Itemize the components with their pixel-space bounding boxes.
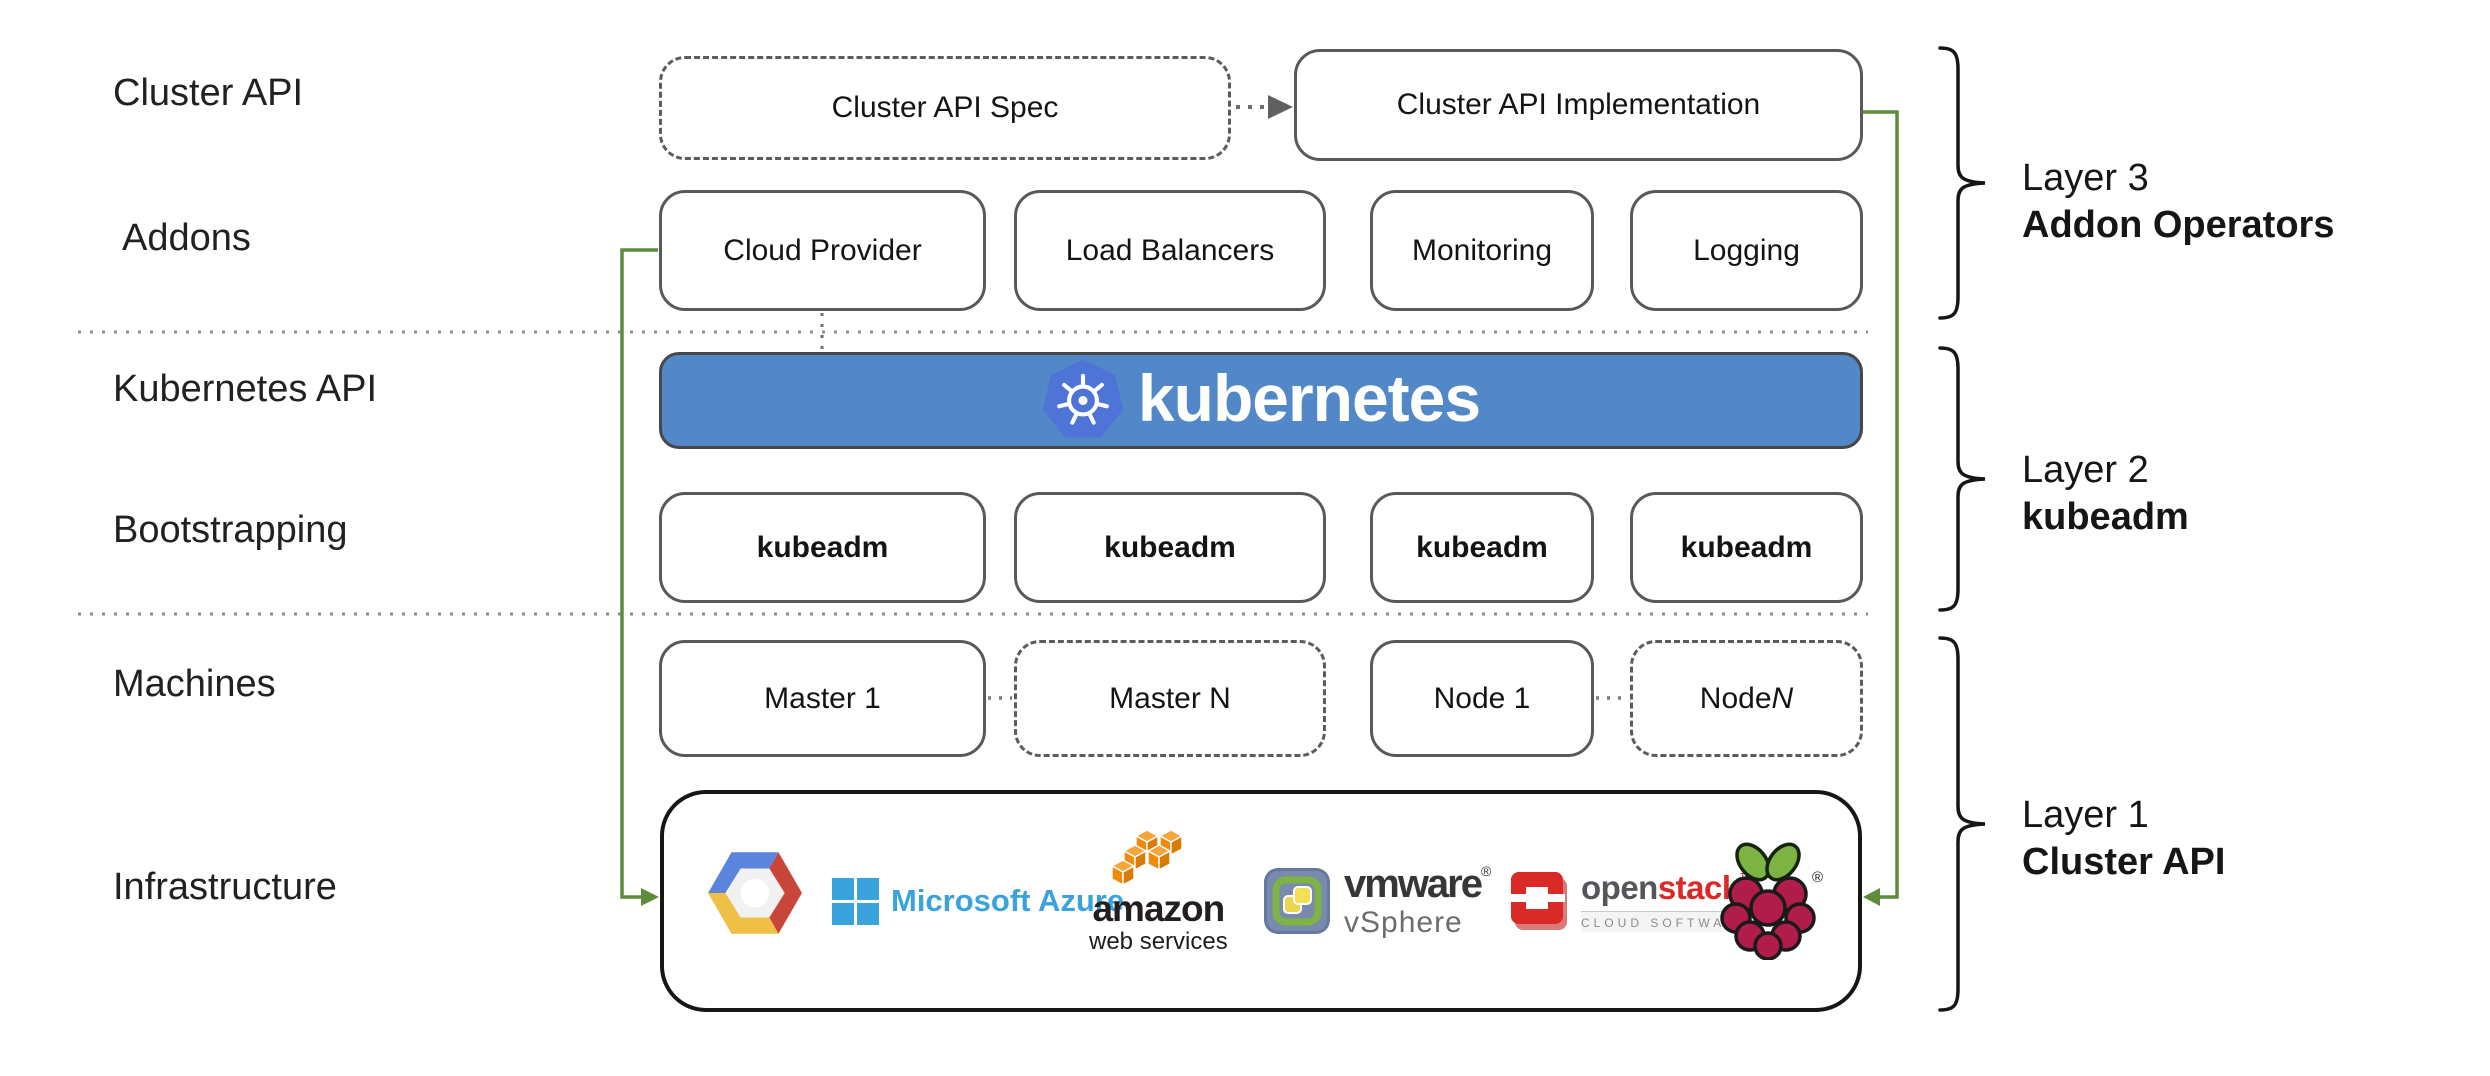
cluster-api-implementation-label: Cluster API Implementation bbox=[1396, 88, 1761, 121]
cluster-api-implementation-box: Cluster API Implementation bbox=[1294, 49, 1863, 161]
node-n-label: Node bbox=[1699, 681, 1772, 715]
green-arrowhead-right-icon bbox=[1863, 888, 1880, 906]
gcp-logo bbox=[704, 842, 806, 944]
layer-1-subtitle: Cluster API bbox=[2022, 841, 2226, 883]
cluster-api-spec-box: Cluster API Spec bbox=[659, 56, 1231, 160]
green-arrowhead-left-icon bbox=[641, 888, 659, 906]
openstack-cube-icon bbox=[1509, 872, 1567, 930]
aws-webservices-label: web services bbox=[1089, 928, 1228, 955]
kubeadm-box-1: kubeadm bbox=[659, 492, 986, 603]
kubeadm-box-3: kubeadm bbox=[1370, 492, 1594, 603]
azure-logo: Microsoft Azure bbox=[832, 794, 1124, 1008]
kubeadm-label: kubeadm bbox=[1680, 530, 1813, 564]
aws-amazon-label: amazon bbox=[1092, 888, 1225, 929]
vmware-vsphere-icon bbox=[1264, 868, 1330, 934]
monitoring-label: Monitoring bbox=[1411, 233, 1553, 267]
layer-3-brace bbox=[1938, 46, 1986, 320]
openstack-logo: openstack™ CLOUD SOFTWARE bbox=[1509, 794, 1753, 1008]
row-label-addons: Addons bbox=[122, 217, 251, 259]
layer-3-title: Layer 3 bbox=[2022, 157, 2149, 199]
addon-box-cloud-provider: Cloud Provider bbox=[659, 190, 986, 311]
kubeadm-box-2: kubeadm bbox=[1014, 492, 1326, 603]
cloud-provider-label: Cloud Provider bbox=[723, 233, 922, 267]
layer-1-brace bbox=[1938, 636, 1986, 1012]
raspberry-pi-icon: ® bbox=[1720, 842, 1823, 960]
spec-to-impl-arrowhead-icon bbox=[1268, 95, 1293, 119]
addon-box-monitoring: Monitoring bbox=[1370, 190, 1594, 311]
green-line-right bbox=[1863, 110, 1899, 899]
aws-logo: amazon web services bbox=[1089, 830, 1228, 954]
row-label-bootstrapping: Bootstrapping bbox=[113, 509, 348, 551]
vmware-wordmark: vmware® bbox=[1344, 862, 1491, 906]
layer-2-label: Layer 2 kubeadm bbox=[2022, 447, 2189, 541]
vmware-logo: vmware® vSphere bbox=[1264, 794, 1491, 1008]
gcp-logo-icon bbox=[708, 852, 802, 934]
machine-box-master-1: Master 1 bbox=[659, 640, 986, 757]
infrastructure-box: Microsoft Azure amazon web services bbox=[660, 790, 1862, 1012]
row-label-kubernetes-api: Kubernetes API bbox=[113, 368, 378, 410]
layer-2-title: Layer 2 bbox=[2022, 449, 2149, 491]
aws-cubes-icon bbox=[1110, 830, 1184, 887]
kubernetes-banner: kubernetes bbox=[659, 352, 1863, 449]
kubeadm-label: kubeadm bbox=[756, 530, 889, 564]
kubernetes-wordmark: kubernetes bbox=[1137, 360, 1481, 435]
kubernetes-wheel-icon bbox=[1042, 359, 1124, 438]
layer-2-brace bbox=[1938, 346, 1986, 612]
node-1-label: Node 1 bbox=[1433, 681, 1531, 715]
machine-box-node-1: Node 1 bbox=[1370, 640, 1594, 757]
machine-box-node-n: Node N bbox=[1630, 640, 1863, 757]
logging-label: Logging bbox=[1693, 233, 1800, 267]
raspberry-pi-logo: ® bbox=[1716, 836, 1824, 960]
azure-label: Microsoft Azure bbox=[891, 883, 1125, 918]
row-label-machines: Machines bbox=[113, 663, 276, 705]
master-1-label: Master 1 bbox=[764, 681, 881, 715]
azure-window-icon bbox=[832, 877, 879, 925]
cluster-api-spec-label: Cluster API Spec bbox=[831, 91, 1059, 124]
row-label-infrastructure: Infrastructure bbox=[113, 866, 337, 908]
rpi-registered-mark: ® bbox=[1812, 869, 1823, 886]
layer-3-subtitle: Addon Operators bbox=[2022, 204, 2335, 246]
layer-3-label: Layer 3 Addon Operators bbox=[2022, 155, 2334, 249]
kubeadm-label: kubeadm bbox=[1416, 530, 1548, 564]
vsphere-label: vSphere bbox=[1344, 906, 1463, 939]
master-n-label: Master N bbox=[1109, 681, 1231, 715]
addon-box-logging: Logging bbox=[1630, 190, 1863, 311]
openstack-cloud-software-label: CLOUD SOFTWARE bbox=[1581, 910, 1753, 932]
layer-2-subtitle: kubeadm bbox=[2022, 496, 2189, 538]
green-line-left bbox=[620, 248, 658, 899]
layer-1-title: Layer 1 bbox=[2022, 794, 2149, 836]
kubeadm-label: kubeadm bbox=[1104, 530, 1236, 564]
kubeadm-box-4: kubeadm bbox=[1630, 492, 1863, 603]
load-balancers-label: Load Balancers bbox=[1065, 233, 1275, 267]
layer-1-label: Layer 1 Cluster API bbox=[2022, 792, 2225, 886]
machine-box-master-n: Master N bbox=[1014, 640, 1326, 757]
row-label-cluster-api: Cluster API bbox=[113, 72, 304, 114]
addon-box-load-balancers: Load Balancers bbox=[1014, 190, 1326, 311]
